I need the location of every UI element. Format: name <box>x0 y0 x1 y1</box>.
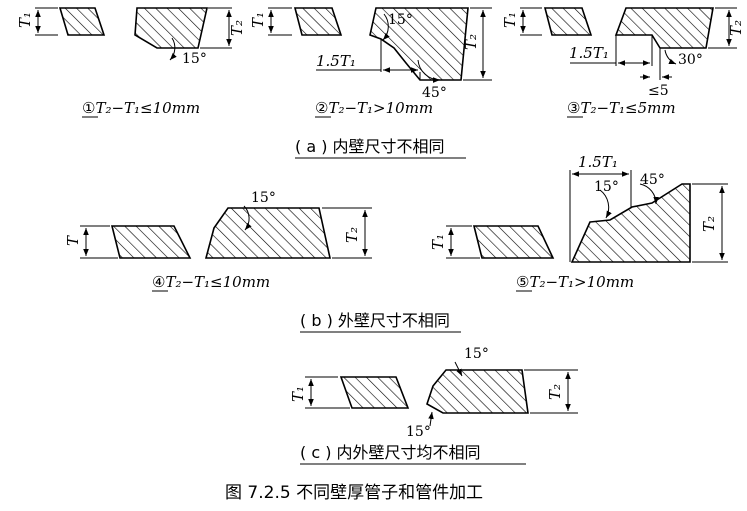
case-2-diagram: T₁ T₂ 1.5T₁ 15° 45° <box>249 7 492 101</box>
case-4-angle-label: 15° <box>251 190 276 206</box>
case-5-angle-45-label: 45° <box>640 172 665 188</box>
case-5-length-label: 1.5T₁ <box>578 153 618 171</box>
case-3-t2-label: T₂ <box>727 20 745 36</box>
group-b-title: ( b ) 外壁尺寸不相同 <box>300 311 450 330</box>
case-5-angle-15-label: 15° <box>594 179 619 195</box>
case-4-thick-pipe <box>204 207 331 259</box>
case-2-thin-pipe <box>293 7 343 36</box>
case-3-angle-30-label: 30° <box>678 52 703 68</box>
case-2-thick-pipe <box>369 7 469 81</box>
case-1-diagram: T₁ T₂ 15° <box>16 7 246 67</box>
case-c-thin-pipe <box>339 376 410 409</box>
case-3-le5-label: ≤5 <box>648 83 669 99</box>
case-5-t2-label: T₂ <box>700 216 718 232</box>
case-4-t-label: T <box>64 235 82 246</box>
group-a-title: ( a ) 内壁尺寸不相同 <box>295 137 445 156</box>
case-3-thick-pipe <box>614 7 714 49</box>
case-c-diagram: T₁ T₂ 15° 15° <box>289 346 578 440</box>
case-c-t2-label: T₂ <box>546 384 564 400</box>
case-4-thin-pipe <box>110 225 192 259</box>
case-1-thin-pipe <box>58 7 106 36</box>
case-5-thin-pipe <box>472 225 555 259</box>
case-5-thick-pipe <box>570 183 691 263</box>
case-4-diagram: T T₂ 15° <box>64 190 372 259</box>
case-1-label: ①T₂−T₁≤10mm <box>82 99 200 117</box>
case-2-angle-15-label: 15° <box>388 12 413 28</box>
case-c-angle-bottom-label: 15° <box>406 424 431 440</box>
case-2-label: ②T₂−T₁>10mm <box>315 99 433 117</box>
case-3-diagram: T₁ T₂ 1.5T₁ ≤5 30° <box>501 7 745 99</box>
case-2-angle-45-label: 45° <box>422 85 447 101</box>
case-3-t1-label: T₁ <box>501 12 519 28</box>
case-2-t2-label: T₂ <box>462 34 480 50</box>
case-1-t1-label: T₁ <box>16 12 34 28</box>
case-c-thick-pipe <box>426 369 529 414</box>
case-1-thick-pipe <box>134 7 208 49</box>
case-2-t1-label: T₁ <box>249 12 267 28</box>
case-3-label: ③T₂−T₁≤5mm <box>567 99 676 117</box>
case-3-length-label: 1.5T₁ <box>569 44 609 62</box>
case-c-angle-top-label: 15° <box>464 346 489 362</box>
case-5-t1-label: T₁ <box>429 234 447 250</box>
case-2-length-label: 1.5T₁ <box>316 52 356 70</box>
case-4-label: ④T₂−T₁≤10mm <box>152 273 270 291</box>
case-1-t2-label: T₂ <box>228 20 246 36</box>
case-5-diagram: T₁ T₂ 1.5T₁ 15° 45° <box>429 153 728 263</box>
case-3-thin-pipe <box>543 7 593 36</box>
case-c-t1-label: T₁ <box>289 386 307 402</box>
case-4-t2-label: T₂ <box>343 227 361 243</box>
figure-caption: 图 7.2.5 不同壁厚管子和管件加工 <box>225 483 483 503</box>
case-5-label: ⑤T₂−T₁>10mm <box>516 273 634 291</box>
group-c-title: ( c ) 内外壁尺寸均不相同 <box>300 443 481 462</box>
case-1-angle-label: 15° <box>182 51 207 67</box>
